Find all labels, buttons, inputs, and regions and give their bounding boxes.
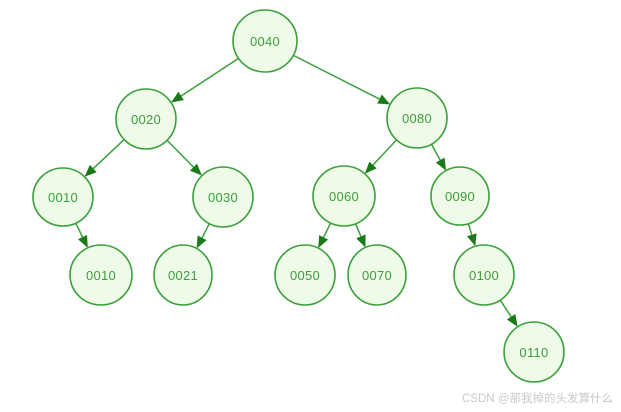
node-shape	[347, 244, 407, 306]
node-shape	[232, 9, 298, 73]
edge-layer	[75, 54, 518, 327]
node-shape	[32, 167, 94, 227]
node-shape	[115, 88, 177, 150]
tree-node[interactable]: 0100	[453, 244, 515, 306]
node-shape	[453, 244, 515, 306]
node-shape	[386, 87, 448, 149]
node-shape	[274, 244, 336, 306]
node-label: 0110	[519, 345, 548, 360]
tree-node[interactable]: 0090	[430, 166, 490, 226]
watermark-text: CSDN @那我掉的头发算什么	[462, 393, 613, 405]
tree-edge	[166, 139, 195, 168]
edge-arrowhead-icon	[189, 163, 202, 176]
tree-edge	[354, 223, 362, 237]
tree-node[interactable]: 0070	[347, 244, 407, 306]
edge-arrowhead-icon	[196, 235, 207, 249]
tree-edge	[201, 223, 210, 239]
node-label: 0060	[329, 189, 359, 204]
node-shape	[503, 321, 565, 383]
node-shape	[192, 166, 254, 228]
tree-node[interactable]: 0080	[386, 87, 448, 149]
tree-edge	[293, 54, 380, 100]
tree-edge	[467, 223, 473, 236]
node-label: 0010	[48, 190, 78, 205]
node-label: 0040	[250, 34, 280, 49]
edge-arrowhead-icon	[364, 161, 377, 174]
tree-edge	[92, 138, 125, 170]
node-layer: 0040 0020 0080 0010 0030 0060 0090 0010 0021 0050…	[32, 9, 565, 383]
edge-arrowhead-icon	[78, 234, 88, 248]
node-label: 0050	[290, 268, 320, 283]
tree-edge	[75, 222, 84, 238]
node-label: 0070	[362, 268, 392, 283]
node-shape	[153, 244, 213, 306]
tree-node[interactable]: 0110	[503, 321, 565, 383]
edge-arrowhead-icon	[435, 157, 446, 171]
tree-node[interactable]: 0020	[115, 88, 177, 150]
node-shape	[430, 166, 490, 226]
node-label: 0020	[131, 112, 161, 127]
edge-arrowhead-icon	[84, 164, 97, 177]
edge-arrowhead-icon	[506, 314, 518, 327]
tree-edge	[322, 222, 332, 238]
edge-arrowhead-icon	[318, 235, 329, 249]
tree-edge	[430, 143, 441, 161]
tree-node[interactable]: 0040	[232, 9, 298, 73]
node-label: 0100	[469, 268, 499, 283]
edge-arrowhead-icon	[171, 91, 184, 103]
edge-arrowhead-icon	[356, 234, 366, 248]
node-label: 0090	[445, 189, 475, 204]
node-label: 0080	[402, 111, 432, 126]
tree-node[interactable]: 0030	[192, 166, 254, 228]
node-shape	[312, 165, 376, 227]
tree-edge	[180, 57, 239, 97]
edge-arrowhead-icon	[377, 94, 391, 105]
node-label: 0021	[168, 268, 198, 283]
tree-node[interactable]: 0010	[32, 167, 94, 227]
edge-arrowhead-icon	[467, 233, 477, 247]
node-label: 0010	[86, 268, 116, 283]
tree-edge	[499, 299, 512, 318]
tree-node[interactable]: 0060	[312, 165, 376, 227]
node-shape	[69, 244, 133, 306]
node-label: 0030	[208, 190, 238, 205]
tree-edge	[372, 139, 398, 166]
tree-node[interactable]: 0010	[69, 244, 133, 306]
tree-node[interactable]: 0050	[274, 244, 336, 306]
tree-node[interactable]: 0021	[153, 244, 213, 306]
